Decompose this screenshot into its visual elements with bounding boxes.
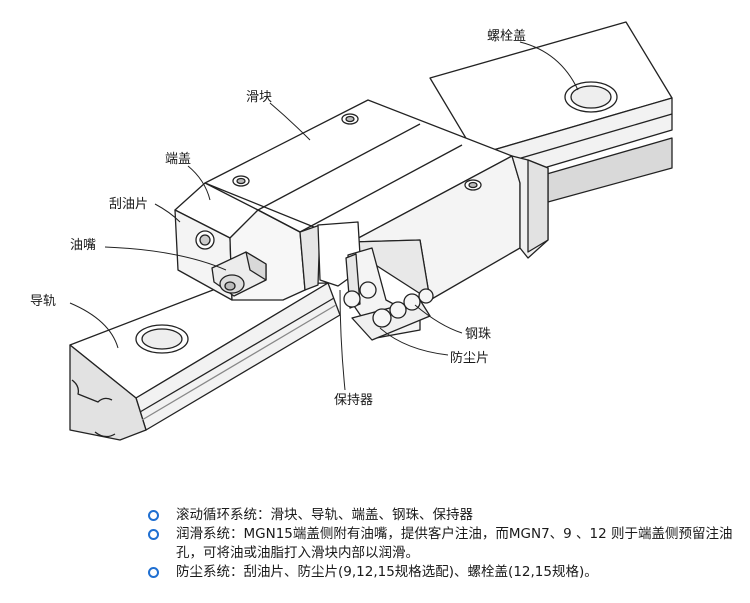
note-item: 防尘系统：刮油片、防尘片(9,12,15规格选配)、螺栓盖(12,15规格)。 <box>148 563 738 582</box>
note-item: 滚动循环系统：滑块、导轨、端盖、钢珠、保持器 <box>148 506 738 525</box>
rail-front <box>69 282 341 441</box>
bullet-circle-icon <box>148 567 159 578</box>
label-rail: 导轨 <box>30 294 56 309</box>
note-item: 润滑系统：MGN15端盖侧附有油嘴，提供客户注油，而MGN7、9 、12 则于端… <box>148 525 738 563</box>
end-cap-back <box>511 155 549 259</box>
leader-cap-bolt <box>519 41 579 91</box>
bullet-circle-icon <box>148 510 159 521</box>
label-oil-nipple: 油嘴 <box>70 238 96 253</box>
leader-lines <box>69 41 579 391</box>
label-end-cap: 端盖 <box>165 152 191 167</box>
label-retainer: 保持器 <box>334 393 373 408</box>
rail-back <box>429 21 673 209</box>
leader-end-cap <box>187 165 211 201</box>
leader-rail <box>69 302 119 349</box>
leader-dust-plate <box>379 327 449 356</box>
note-text: 滚动循环系统：滑块、导轨、端盖、钢珠、保持器 <box>176 507 473 523</box>
linear-guide-diagram: 螺栓盖 滑块 端盖 刮油片 油嘴 导轨 钢珠 防尘片 保持器 <box>30 21 673 441</box>
label-cap-bolt: 螺栓盖 <box>487 29 526 44</box>
label-dust-plate: 防尘片 <box>450 350 489 366</box>
steel-balls <box>343 281 434 328</box>
oil-nipple <box>211 251 267 297</box>
leader-slider <box>269 102 311 141</box>
label-slider: 滑块 <box>246 90 272 105</box>
leader-wiper <box>154 203 181 223</box>
bullet-circle-icon <box>148 529 159 540</box>
leader-retainer <box>339 289 346 391</box>
leader-ball <box>414 304 463 334</box>
label-wiper: 刮油片 <box>109 197 148 212</box>
feature-notes: 滚动循环系统：滑块、导轨、端盖、钢珠、保持器 润滑系统：MGN15端盖侧附有油嘴… <box>148 506 738 582</box>
note-text: 防尘系统：刮油片、防尘片(9,12,15规格选配)、螺栓盖(12,15规格)。 <box>176 564 598 580</box>
label-ball: 钢珠 <box>465 327 491 342</box>
note-text: 润滑系统：MGN15端盖侧附有油嘴，提供客户注油，而MGN7、9 、12 则于端… <box>176 526 733 561</box>
leader-oil-nipple <box>104 246 227 271</box>
